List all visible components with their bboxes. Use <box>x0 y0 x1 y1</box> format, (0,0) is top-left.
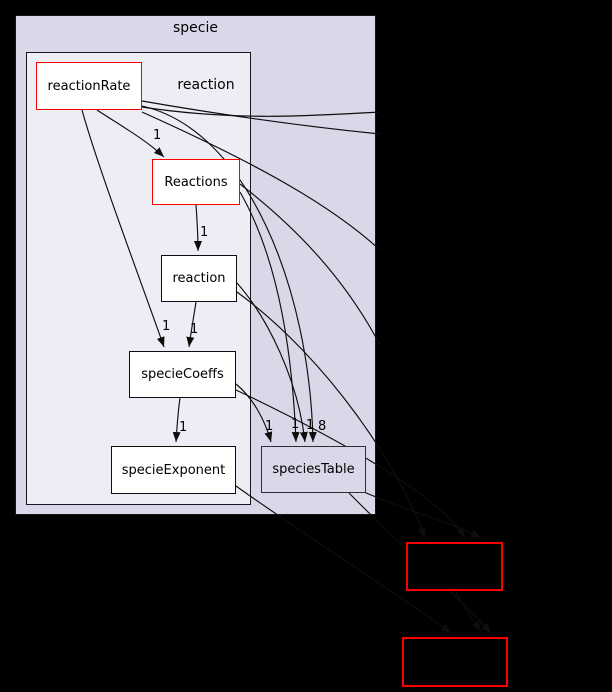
edge-label-reactionrate-speciecoeffs: 1 <box>162 319 171 334</box>
node-reactions[interactable]: Reactions <box>152 159 240 205</box>
edge-label-reactionrate-reactions: 1 <box>153 128 162 143</box>
node-speciecoeffs[interactable]: specieCoeffs <box>129 351 236 398</box>
node-reactionrate[interactable]: reactionRate <box>36 62 142 110</box>
edge-speciestable-external1 <box>363 491 482 539</box>
cluster-specie-label[interactable]: specie <box>173 20 218 36</box>
edge-label-speciecoeffs-specieexponent: 1 <box>179 420 188 435</box>
node-specieexponent[interactable]: specieExponent <box>111 446 236 494</box>
cluster-reaction-label[interactable]: reaction <box>177 77 235 93</box>
edge-external1-external2 <box>455 591 482 632</box>
edge-label-reaction-speciestable: 1 <box>306 418 315 433</box>
edge-label-reaction-speciecoeffs: 1 <box>190 322 199 337</box>
node-speciestable[interactable]: speciesTable <box>261 446 366 493</box>
edge-label-reactionrate-speciestable: 8 <box>318 419 327 434</box>
node-reaction[interactable]: reaction <box>161 255 237 302</box>
edge-label-speciecoeffs-speciestable: 1 <box>265 419 274 434</box>
edge-label-reactions-speciestable: 1 <box>291 417 300 432</box>
edge-label-reactions-reaction: 1 <box>200 225 209 240</box>
node-external-2[interactable] <box>402 637 508 687</box>
node-external-1[interactable] <box>406 542 503 591</box>
